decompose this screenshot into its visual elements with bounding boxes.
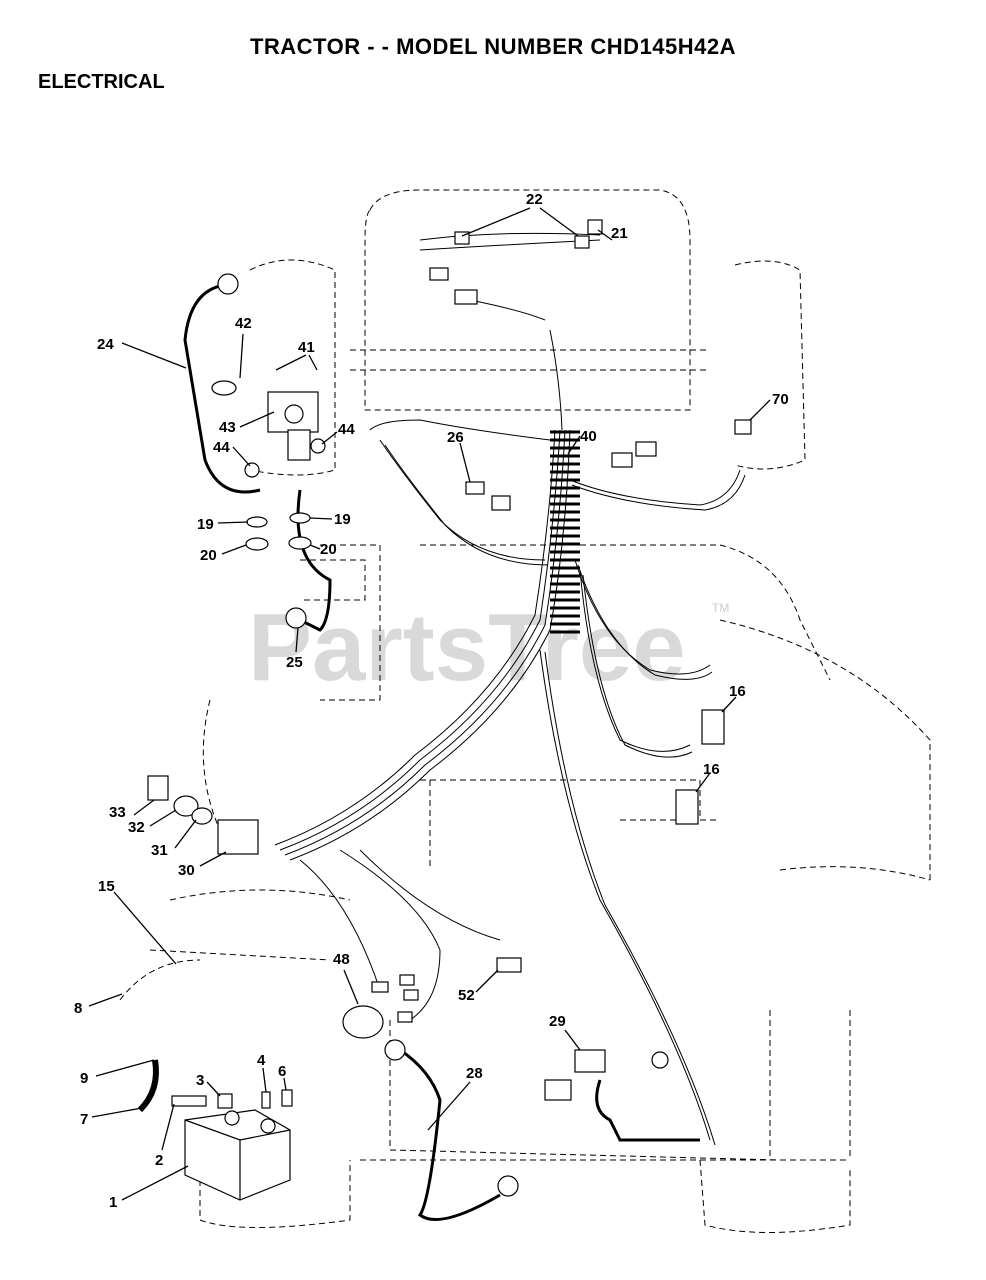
callout-48: 48 [333, 951, 350, 968]
callout-4: 4 [257, 1052, 266, 1069]
callout-22: 22 [526, 191, 543, 208]
callout-19-left: 19 [197, 516, 214, 533]
callout-3: 3 [196, 1072, 204, 1089]
callout-28: 28 [466, 1065, 483, 1082]
callout-42: 42 [235, 315, 252, 332]
callout-29: 29 [549, 1013, 566, 1030]
callout-44-left: 44 [213, 439, 230, 456]
callout-21: 21 [611, 225, 628, 242]
harness-coils [550, 430, 700, 1142]
callout-26: 26 [447, 429, 464, 446]
callout-7: 7 [80, 1111, 88, 1128]
callout-30: 30 [178, 862, 195, 879]
callout-labels: 22 21 24 42 41 43 44 44 40 26 70 19 19 2… [74, 191, 789, 1211]
callout-1: 1 [109, 1194, 117, 1211]
callout-31: 31 [151, 842, 168, 859]
tractor-outline [119, 189, 931, 1233]
callout-19-right: 19 [334, 511, 351, 528]
callout-16-lower: 16 [703, 761, 720, 778]
callout-16-upper: 16 [729, 683, 746, 700]
callout-44-right: 44 [338, 421, 355, 438]
callout-15: 15 [98, 878, 115, 895]
callout-2: 2 [155, 1152, 163, 1169]
callout-40: 40 [580, 428, 597, 445]
callout-20-right: 20 [320, 541, 337, 558]
parts-shapes [137, 219, 752, 1201]
watermark-tm: TM [712, 601, 729, 615]
callout-6: 6 [278, 1063, 286, 1080]
callout-20-left: 20 [200, 547, 217, 564]
callout-8: 8 [74, 1000, 82, 1017]
watermark-text: PartsTree [248, 594, 686, 701]
callout-70: 70 [772, 391, 789, 408]
callout-32: 32 [128, 819, 145, 836]
section-title: ELECTRICAL [38, 71, 165, 93]
callout-52: 52 [458, 987, 475, 1004]
callout-33: 33 [109, 804, 126, 821]
wire-harness [274, 232, 746, 1146]
callout-25: 25 [286, 654, 303, 671]
page-title: TRACTOR - - MODEL NUMBER CHD145H42A [249, 34, 737, 59]
battery-cables [183, 283, 501, 1221]
leader-lines [88, 207, 771, 1201]
callout-43: 43 [219, 419, 236, 436]
callout-24: 24 [97, 336, 114, 353]
callout-9: 9 [80, 1070, 88, 1087]
callout-41: 41 [298, 339, 315, 356]
